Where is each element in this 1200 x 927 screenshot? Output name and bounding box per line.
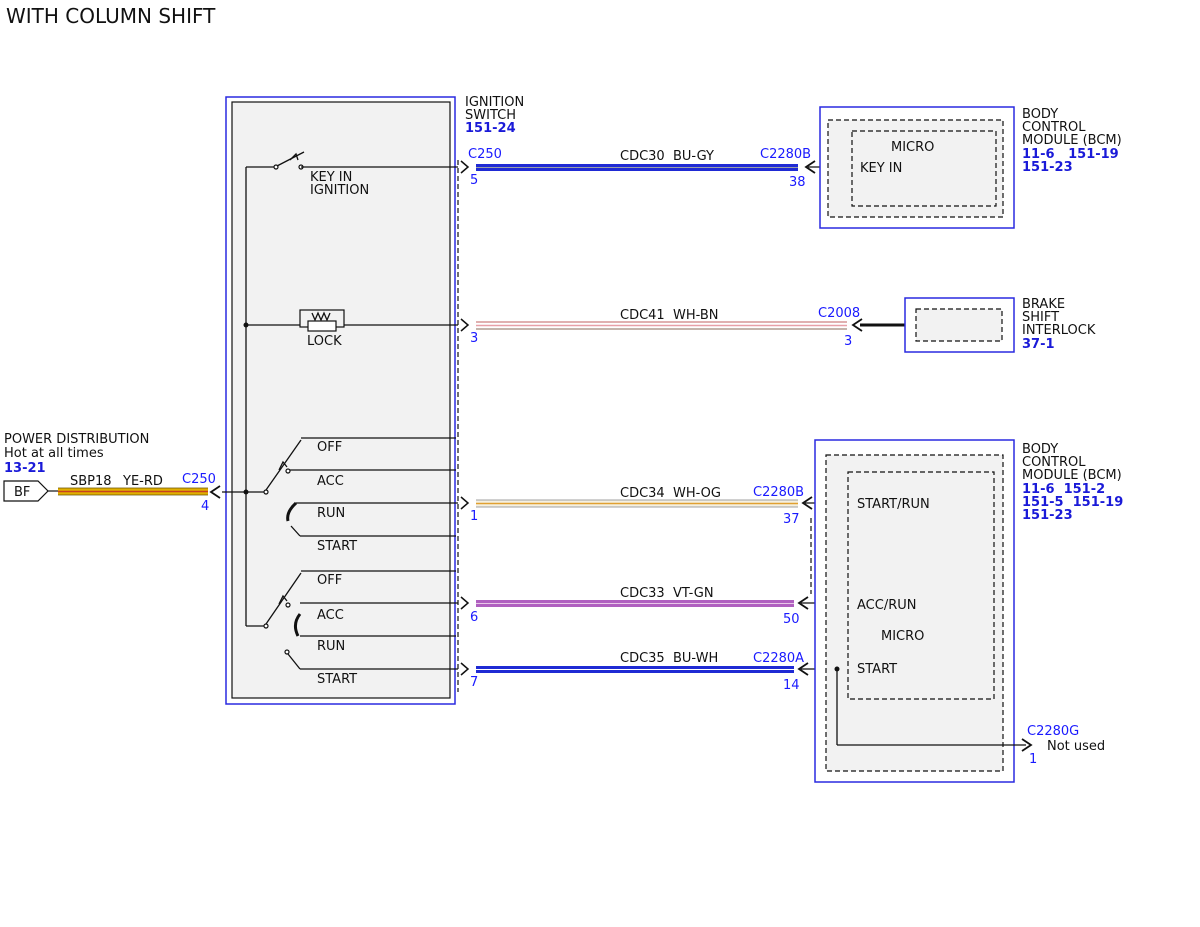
- pos-b-off: OFF: [317, 573, 342, 588]
- wire-cdc35[interactable]: 7 CDC35 BU-WH C2280A 14: [460, 651, 853, 693]
- power-label-1: POWER DISTRIBUTION: [4, 432, 149, 447]
- wire4-color: VT-GN: [673, 586, 714, 601]
- pos-a-start: START: [317, 539, 357, 554]
- bcm-bottom-input-startrun: START/RUN: [857, 497, 930, 512]
- wire2-to-pin: 3: [844, 334, 852, 349]
- wire3-from-pin: 1: [470, 509, 478, 524]
- pos-b-acc: ACC: [317, 608, 344, 623]
- wire1-to-connector: C2280B: [760, 147, 811, 162]
- wire5-color: BU-WH: [673, 651, 718, 666]
- bcm-top-refs-2[interactable]: 151-23: [1022, 160, 1073, 175]
- bcm-bottom-name-2: CONTROL: [1022, 455, 1086, 470]
- bcm-bottom-name-3: MODULE (BCM): [1022, 468, 1122, 483]
- key-in-label-1: KEY IN: [310, 170, 352, 185]
- ignition-switch-name-2: SWITCH: [465, 108, 516, 123]
- wire1-to-pin: 38: [789, 175, 806, 190]
- bcm-bottom-micro: MICRO: [881, 629, 924, 644]
- pos-b-run: RUN: [317, 639, 345, 654]
- bcm-bottom-name-1: BODY: [1022, 442, 1058, 457]
- bsi-name-1: BRAKE: [1022, 297, 1065, 312]
- c2280g-note: Not used: [1047, 739, 1105, 754]
- power-color: YE-RD: [122, 474, 163, 489]
- bcm-top-name-2: CONTROL: [1022, 120, 1086, 135]
- pos-b-start: START: [317, 672, 357, 687]
- bcm-bottom-refs-3[interactable]: 151-23: [1022, 508, 1073, 523]
- bcm-top-name-3: MODULE (BCM): [1022, 133, 1122, 148]
- bcm-top-micro: MICRO: [891, 140, 934, 155]
- power-ref[interactable]: 13-21: [4, 461, 46, 476]
- wire4-from-pin: 6: [470, 610, 478, 625]
- power-distribution: POWER DISTRIBUTION Hot at all times 13-2…: [3, 432, 221, 514]
- power-circuit: SBP18: [70, 474, 112, 489]
- bcm-top-refs-1[interactable]: 11-6 151-19: [1022, 147, 1119, 162]
- pos-a-off: OFF: [317, 440, 342, 455]
- wire5-from-pin: 7: [470, 675, 478, 690]
- wire2-color: WH-BN: [673, 308, 719, 323]
- lock-label: LOCK: [307, 334, 342, 349]
- wire2-to-connector: C2008: [818, 306, 860, 321]
- bcm-bottom-input-accrun: ACC/RUN: [857, 598, 916, 613]
- key-in-label-2: IGNITION: [310, 183, 369, 198]
- wire1-from-pin: 5: [470, 173, 478, 188]
- ignition-switch-name-1: IGNITION: [465, 95, 524, 110]
- bcm-top-input: KEY IN: [860, 161, 902, 176]
- wire-cdc33[interactable]: 6 CDC33 VT-GN 50: [460, 586, 853, 627]
- wire3-to-pin: 37: [783, 512, 800, 527]
- wire1-circuit: CDC30: [620, 149, 665, 164]
- wire3-color: WH-OG: [673, 486, 721, 501]
- wire5-to-connector: C2280A: [753, 651, 804, 666]
- wire-cdc30[interactable]: C250 5 CDC30 BU-GY C2280B 38: [460, 147, 857, 190]
- bcm-top-name-1: BODY: [1022, 107, 1058, 122]
- bsi-name-2: SHIFT: [1022, 310, 1059, 325]
- wire3-circuit: CDC34: [620, 486, 665, 501]
- c2280g-connector: C2280G: [1027, 724, 1079, 739]
- wire4-to-pin: 50: [783, 612, 800, 627]
- power-connector: C250: [182, 472, 216, 487]
- bsi-ref[interactable]: 37-1: [1022, 337, 1055, 352]
- wire4-circuit: CDC33: [620, 586, 665, 601]
- diagram-title: WITH COLUMN SHIFT: [6, 4, 216, 28]
- bcm-bottom-input-start: START: [857, 662, 897, 677]
- wire-cdc34[interactable]: 1 CDC34 WH-OG C2280B 37: [460, 485, 853, 527]
- c2280g-pin: 1: [1029, 752, 1037, 767]
- power-terminal: BF: [14, 485, 30, 500]
- brake-shift-interlock: BRAKE SHIFT INTERLOCK 37-1: [904, 297, 1096, 353]
- power-pin: 4: [201, 499, 209, 514]
- bcm-bottom: START/RUN ACC/RUN MICRO START BODY CONTR…: [814, 439, 1123, 783]
- bcm-bottom-refs-2[interactable]: 151-5 151-19: [1022, 495, 1123, 510]
- wire5-to-pin: 14: [783, 678, 800, 693]
- wire1-from-connector: C250: [468, 147, 502, 162]
- bcm-bottom-refs-1[interactable]: 11-6 151-2: [1022, 482, 1105, 497]
- bcm-top: MICRO KEY IN BODY CONTROL MODULE (BCM) 1…: [819, 106, 1122, 229]
- wire2-circuit: CDC41: [620, 308, 665, 323]
- power-label-2: Hot at all times: [4, 446, 104, 461]
- pos-a-acc: ACC: [317, 474, 344, 489]
- wire2-from-pin: 3: [470, 331, 478, 346]
- wire5-circuit: CDC35: [620, 651, 665, 666]
- wire1-color: BU-GY: [673, 149, 714, 164]
- bsi-name-3: INTERLOCK: [1022, 323, 1096, 338]
- ignition-switch: IGNITION SWITCH 151-24 KEY IN IGNITION L…: [222, 95, 524, 705]
- pos-a-run: RUN: [317, 506, 345, 521]
- wire-cdc41[interactable]: 3 CDC41 WH-BN C2008 3: [460, 306, 905, 349]
- ignition-switch-ref[interactable]: 151-24: [465, 121, 516, 136]
- wire3-to-connector: C2280B: [753, 485, 804, 500]
